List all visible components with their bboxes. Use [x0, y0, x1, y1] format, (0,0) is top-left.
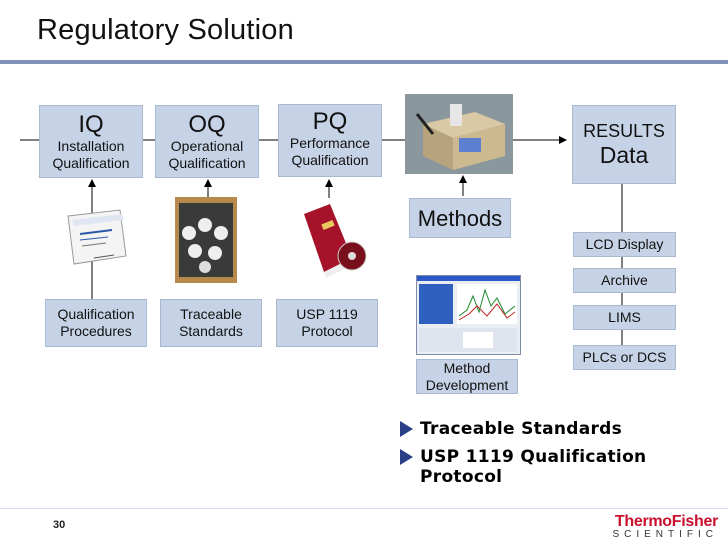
output-archive: Archive: [573, 268, 676, 293]
method-development-box: Method Development: [416, 359, 518, 394]
oq-box: OQ Operational Qualification: [155, 105, 259, 178]
bullet-item: Traceable Standards: [400, 419, 720, 439]
bullet-arrow-icon: [400, 449, 413, 465]
output-label: Archive: [601, 272, 648, 288]
output-lcd-display: LCD Display: [573, 232, 676, 257]
bullet-text: Traceable Standards: [420, 419, 623, 439]
traceable-line2: Standards: [179, 323, 243, 339]
output-label: PLCs or DCS: [582, 349, 667, 365]
methods-label: Methods: [417, 205, 503, 231]
page-title: Regulatory Solution: [37, 14, 294, 46]
output-plcs-dcs: PLCs or DCS: [573, 345, 676, 370]
pq-line1: Performance: [289, 135, 371, 151]
bullet-arrow-icon: [400, 421, 413, 437]
method-dev-line2: Development: [425, 376, 509, 393]
qualification-procedures-box: Qualification Procedures: [45, 299, 147, 347]
pq-label: PQ: [312, 108, 348, 135]
output-label: LIMS: [608, 309, 641, 325]
iq-box: IQ Installation Qualification: [39, 105, 143, 178]
traceable-standards-photo: [175, 197, 237, 283]
qual-procedures-line2: Procedures: [60, 323, 132, 339]
usp-book-image: [300, 200, 370, 280]
methods-box: Methods: [409, 198, 511, 238]
qual-procedures-line1: Qualification: [57, 306, 135, 322]
bullet-text: USP 1119 Qualification Protocol: [420, 447, 647, 487]
company-logo: ThermoFisher: [614, 513, 718, 530]
results-line1: RESULTS: [583, 121, 665, 141]
usp-line1: USP 1119: [296, 306, 358, 322]
footer-divider: [0, 508, 728, 509]
instrument-photo: [405, 94, 513, 174]
pq-box: PQ Performance Qualification: [278, 104, 382, 177]
iq-line1: Installation: [57, 138, 125, 154]
traceable-line1: Traceable: [180, 306, 242, 322]
results-box: RESULTS Data: [572, 105, 676, 184]
usp-line2: Protocol: [301, 323, 353, 339]
software-screenshot: [416, 275, 521, 355]
instrument-illustration: [405, 94, 513, 174]
qualification-document-image: [64, 208, 130, 268]
bullet-item: USP 1119 Qualification Protocol: [400, 447, 700, 487]
traceable-standards-box: Traceable Standards: [160, 299, 262, 347]
method-dev-line1: Method: [443, 359, 491, 376]
oq-label: OQ: [188, 111, 226, 138]
company-logo-subtitle: SCIENTIFIC: [612, 529, 718, 540]
pq-line2: Qualification: [291, 152, 369, 168]
iq-label: IQ: [78, 111, 104, 138]
results-line2: Data: [599, 142, 649, 168]
oq-line1: Operational: [170, 138, 244, 154]
title-divider: [0, 60, 728, 64]
output-lims: LIMS: [573, 305, 676, 330]
output-label: LCD Display: [585, 236, 664, 252]
page-number: 30: [53, 519, 66, 531]
usp-protocol-box: USP 1119 Protocol: [276, 299, 378, 347]
iq-line2: Qualification: [52, 155, 130, 171]
oq-line2: Qualification: [168, 155, 246, 171]
